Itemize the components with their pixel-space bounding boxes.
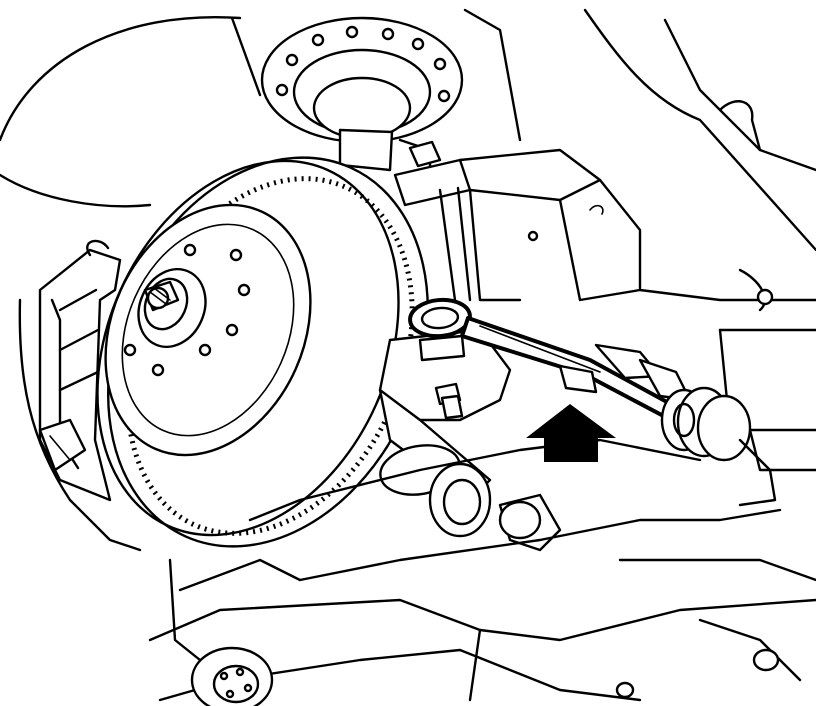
- upper-hub-flange: [260, 16, 464, 177]
- lower-wheel-hub: [168, 558, 274, 706]
- vertical-link: [393, 158, 472, 302]
- toe-link: [408, 297, 702, 432]
- lower-control-arm: [148, 438, 816, 702]
- up-arrow-icon: [526, 404, 616, 462]
- cv-boot: [660, 386, 777, 507]
- brake-dust-shield: [18, 239, 142, 552]
- knuckle: [378, 328, 562, 552]
- brake-disc: [96, 156, 429, 548]
